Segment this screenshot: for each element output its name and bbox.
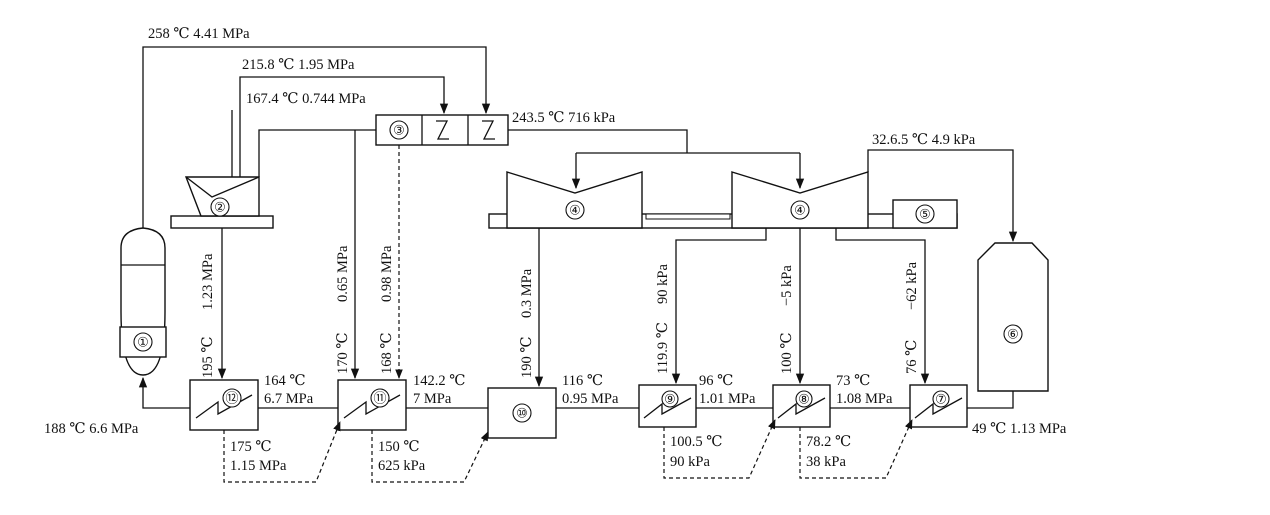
component-4b-label: ④ xyxy=(794,203,806,218)
label-ext-m5-temp: 100 ℃ xyxy=(779,332,795,374)
component-7-label: ⑦ xyxy=(935,392,947,407)
hp-turbine: ② xyxy=(170,176,274,229)
heater-9: ⑨ xyxy=(638,384,697,428)
heater-7: ⑦ xyxy=(909,384,968,428)
label-fw-116-p: 0.95 MPa xyxy=(562,391,619,407)
label-drain-78-t: 78.2 ℃ xyxy=(806,434,851,450)
reheater-coil-1 xyxy=(436,120,449,140)
deaerator-10: ⑩ xyxy=(487,387,557,439)
label-ext-098-temp: 168 ℃ xyxy=(379,332,395,374)
steam-lines xyxy=(142,46,1018,388)
label-ext-90: 90 kPa xyxy=(655,264,671,304)
label-ext-065: 0.65 MPa xyxy=(335,245,351,302)
component-4a-label: ④ xyxy=(569,203,581,218)
label-ext-03: 0.3 MPa xyxy=(519,268,535,318)
label-fw-164-p: 6.7 MPa xyxy=(264,391,314,407)
component-10-label: ⑩ xyxy=(516,406,528,421)
label-fw-73-p: 1.08 MPa xyxy=(836,391,893,407)
label-fw-96-t: 96 ℃ xyxy=(699,373,733,389)
label-steam-215: 215.8 ℃ 1.95 MPa xyxy=(242,57,355,73)
label-fw-116-t: 116 ℃ xyxy=(562,373,603,389)
label-fw-164-t: 164 ℃ xyxy=(264,373,306,389)
component-6-label: ⑥ xyxy=(1007,327,1019,342)
label-ext-m62: −62 kPa xyxy=(904,261,920,310)
label-ext-m5: −5 kPa xyxy=(779,265,795,306)
label-exhaust: 32.6.5 ℃ 4.9 kPa xyxy=(872,132,976,148)
label-drain-175-t: 175 ℃ xyxy=(230,439,272,455)
component-12-label: ⑫ xyxy=(225,391,238,406)
component-11-label: ⑪ xyxy=(373,391,386,406)
label-ext-065-temp: 170 ℃ xyxy=(335,332,351,374)
lp-turbines: ④ ④ xyxy=(488,171,958,229)
generator: ⑤ xyxy=(892,199,958,229)
label-ext-03-temp: 190 ℃ xyxy=(519,336,535,378)
component-2-label: ② xyxy=(214,200,226,215)
heater-8: ⑧ xyxy=(772,384,831,428)
steam-generator: ① xyxy=(119,227,167,376)
label-ext-1-23-temp: 195 ℃ xyxy=(200,336,216,378)
condenser: ⑥ xyxy=(977,242,1049,392)
heater-11: ⑪ xyxy=(337,379,407,431)
label-drain-100-t: 100.5 ℃ xyxy=(670,434,722,450)
label-feed-188: 188 ℃ 6.6 MPa xyxy=(44,421,139,437)
label-drain-78-p: 38 kPa xyxy=(806,454,846,470)
label-fw-49: 49 ℃ 1.13 MPa xyxy=(972,421,1067,437)
heater-12: ⑫ xyxy=(189,379,259,431)
component-8-label: ⑧ xyxy=(798,392,810,407)
label-ext-098: 0.98 MPa xyxy=(379,245,395,302)
component-1-label: ① xyxy=(137,335,149,350)
label-fw-142-t: 142.2 ℃ xyxy=(413,373,465,389)
feedwater-lines xyxy=(138,376,1014,409)
reheater-coil-2 xyxy=(482,120,495,140)
label-fw-73-t: 73 ℃ xyxy=(836,373,870,389)
label-ext-90-temp: 119.9 ℃ xyxy=(655,322,671,374)
label-drain-100-p: 90 kPa xyxy=(670,454,710,470)
label-drain-175-p: 1.15 MPa xyxy=(230,458,287,474)
moisture-separator-reheater: ③ xyxy=(375,114,509,146)
label-steam-167: 167.4 ℃ 0.744 MPa xyxy=(246,91,366,107)
component-5-label: ⑤ xyxy=(919,207,931,222)
component-3-label: ③ xyxy=(393,123,405,138)
label-main-steam: 258 ℃ 4.41 MPa xyxy=(148,26,250,42)
label-ext-m62-temp: 76 ℃ xyxy=(904,340,920,374)
label-fw-96-p: 1.01 MPa xyxy=(699,391,756,407)
label-fw-142-p: 7 MPa xyxy=(413,391,452,407)
component-9-label: ⑨ xyxy=(664,392,676,407)
label-reheat-out: 243.5 ℃ 716 kPa xyxy=(512,110,616,126)
label-ext-1-23: 1.23 MPa xyxy=(200,253,216,310)
label-drain-150-t: 150 ℃ xyxy=(378,439,420,455)
label-drain-150-p: 625 kPa xyxy=(378,458,426,474)
drain-lines xyxy=(223,419,913,483)
